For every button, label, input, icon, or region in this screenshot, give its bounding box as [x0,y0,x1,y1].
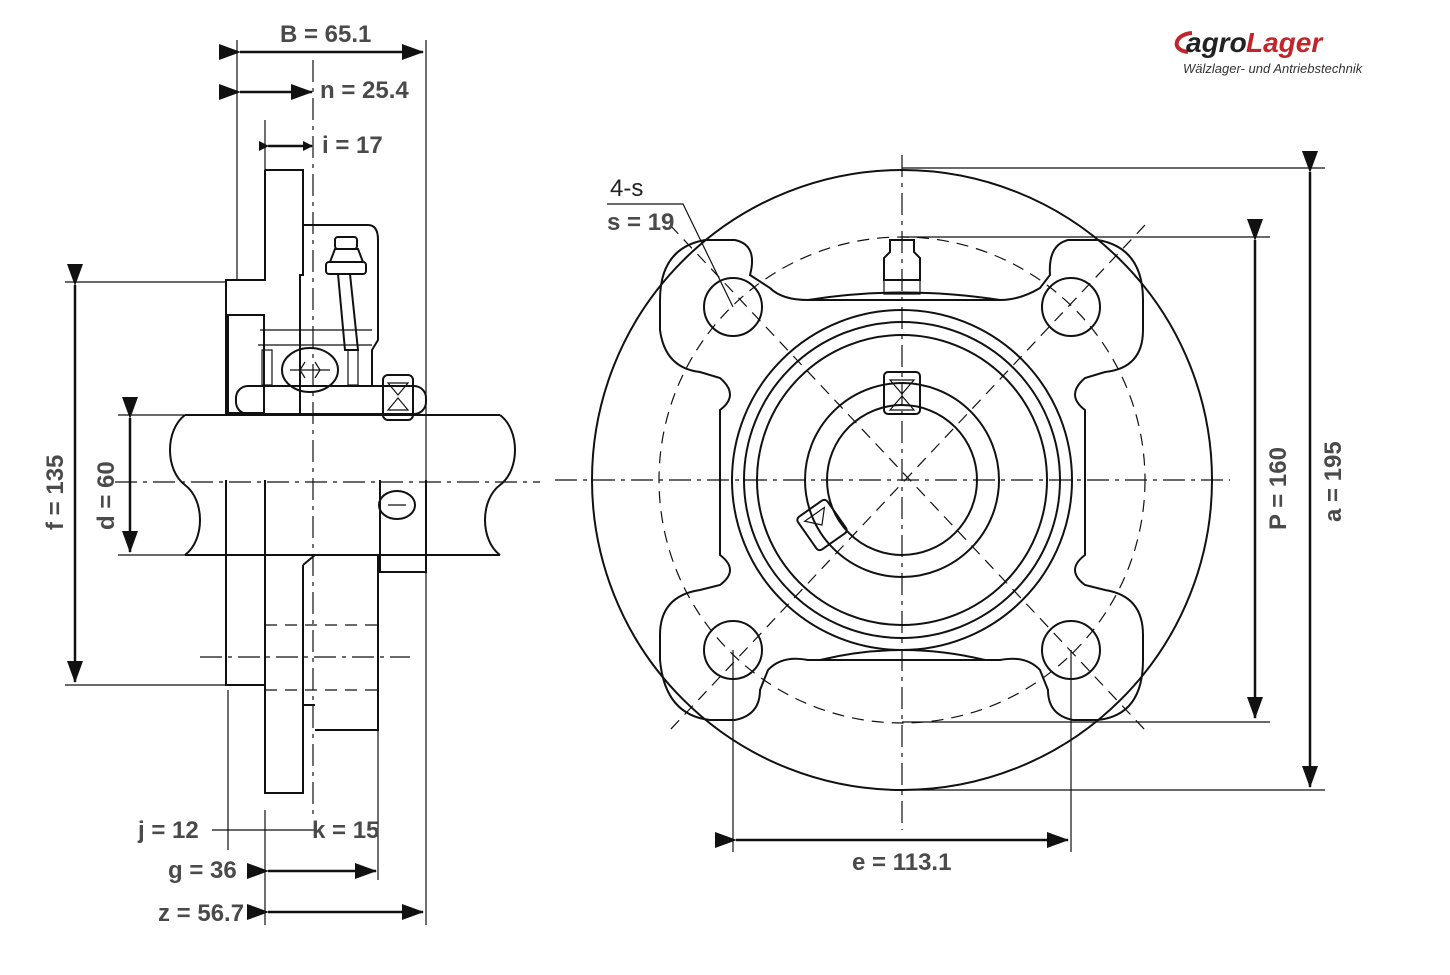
front-view: 4-s s = 19 P = 160 a = 195 e = 113.1 [555,151,1347,876]
dim-a-label: a = 195 [1320,441,1347,522]
company-logo: agro Lager Wälzlager- und Antriebstechni… [1174,27,1364,76]
set-screw-front-angled [796,498,848,552]
logo-tagline: Wälzlager- und Antriebstechnik [1183,61,1364,76]
dim-f-label: f = 135 [42,455,69,530]
ball-arrows [290,361,330,379]
side-view: B = 65.1 n = 25.4 i = 17 f = 135 d = 60 … [42,21,540,927]
dim-g-label: g = 36 [168,857,237,884]
dim-P-label: P = 160 [1265,447,1292,530]
logo-swoosh [1174,31,1193,54]
dim-k-label: k = 15 [312,817,379,844]
diagonal-centerlines [669,224,1146,731]
logo-brand-part1: agro [1186,27,1247,58]
shaft-outline [169,414,516,556]
dim-i-label: i = 17 [322,132,383,159]
housing-top-cap [303,224,379,385]
dim-B-label: B = 65.1 [280,21,371,48]
flange-plate-outline [225,169,316,794]
dim-j-label: j = 12 [137,817,199,844]
hole-leader-line [607,203,734,308]
seal-right [347,349,359,386]
dim-s-label: s = 19 [607,209,674,236]
dim-d-label: d = 60 [93,461,120,530]
housing-lower-outline [302,554,379,731]
grease-nipple-side [325,236,367,351]
hole-count-label: 4-s [610,175,643,202]
mount-hole-top-right [1041,277,1101,337]
square-flange-outline [659,239,1144,721]
dim-e-label: e = 113.1 [852,849,951,876]
grease-nipple-front [883,239,921,295]
mount-hole-top-left [703,277,763,337]
dim-z-label: z = 56.7 [158,900,244,927]
bearing-race-lines [258,329,372,346]
housing-left-block [227,314,265,414]
bearing-ball [281,347,339,393]
logo-brand-part2: Lager [1246,27,1324,58]
dim-n-label: n = 25.4 [320,77,409,104]
set-screw-side [382,374,414,421]
